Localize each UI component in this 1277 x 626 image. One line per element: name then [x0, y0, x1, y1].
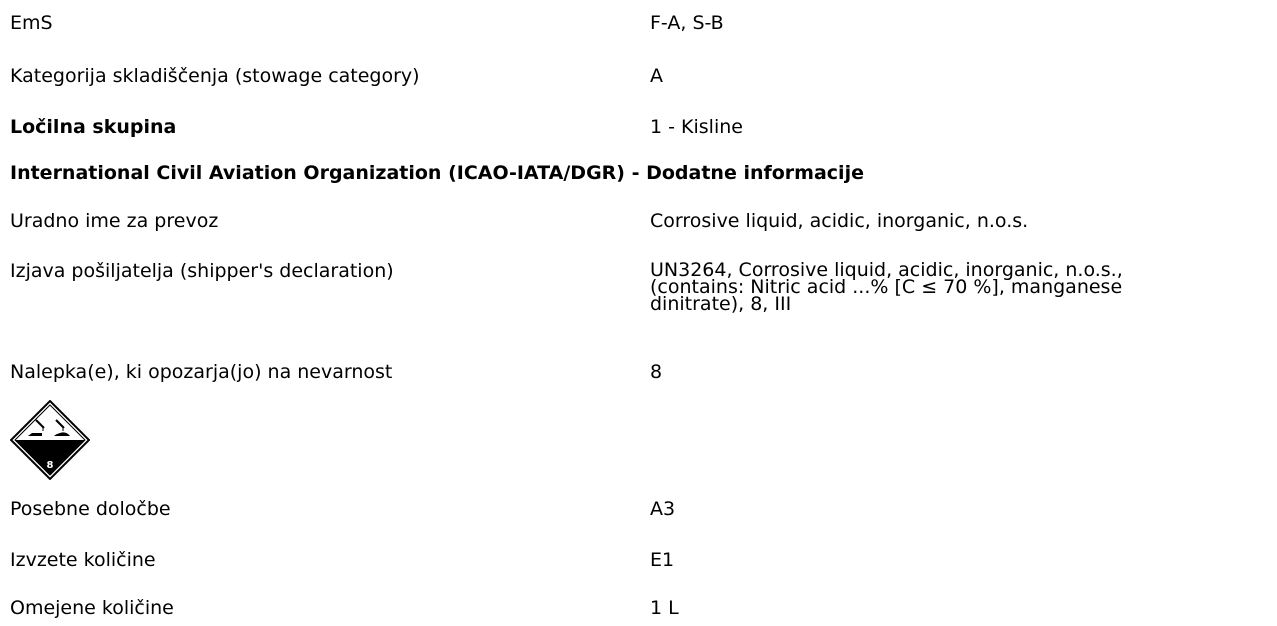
special-provisions-label: Posebne določbe [10, 498, 171, 520]
hazard-labels-label: Nalepka(e), ki opozarja(jo) na nevarnost [10, 361, 393, 383]
shipper-declaration-label: Izjava pošiljatelja (shipper's declarati… [10, 260, 394, 282]
shipper-declaration-line: (contains: Nitric acid ...% [C ≤ 70 %], … [650, 276, 1123, 298]
segregation-group-value: 1 - Kisline [650, 116, 743, 138]
hazard-labels-value: 8 [650, 361, 663, 383]
ems-label: EmS [10, 12, 53, 34]
ems-value: F-A, S-B [650, 12, 724, 34]
shipper-declaration-line: UN3264, Corrosive liquid, acidic, inorga… [650, 259, 1123, 281]
corrosive-class-8-icon: 8 [10, 400, 90, 480]
special-provisions-value: A3 [650, 498, 676, 520]
shipping-name-label: Uradno ime za prevoz [10, 210, 219, 232]
excepted-quantities-value: E1 [650, 549, 675, 571]
limited-quantities-label: Omejene količine [10, 597, 174, 619]
segregation-group-label: Ločilna skupina [10, 116, 177, 138]
excepted-quantities-label: Izvzete količine [10, 549, 156, 571]
stowage-category-label: Kategorija skladiščenja (stowage categor… [10, 65, 420, 87]
shipper-declaration-value: UN3264, Corrosive liquid, acidic, inorga… [650, 259, 1265, 315]
pictogram-class-number: 8 [47, 460, 54, 471]
shipper-declaration-line: dinitrate), 8, III [650, 293, 792, 315]
stowage-category-value: A [650, 65, 663, 87]
shipping-name-value: Corrosive liquid, acidic, inorganic, n.o… [650, 210, 1029, 232]
limited-quantities-value: 1 L [650, 597, 679, 619]
icao-section-heading: International Civil Aviation Organizatio… [10, 162, 864, 184]
